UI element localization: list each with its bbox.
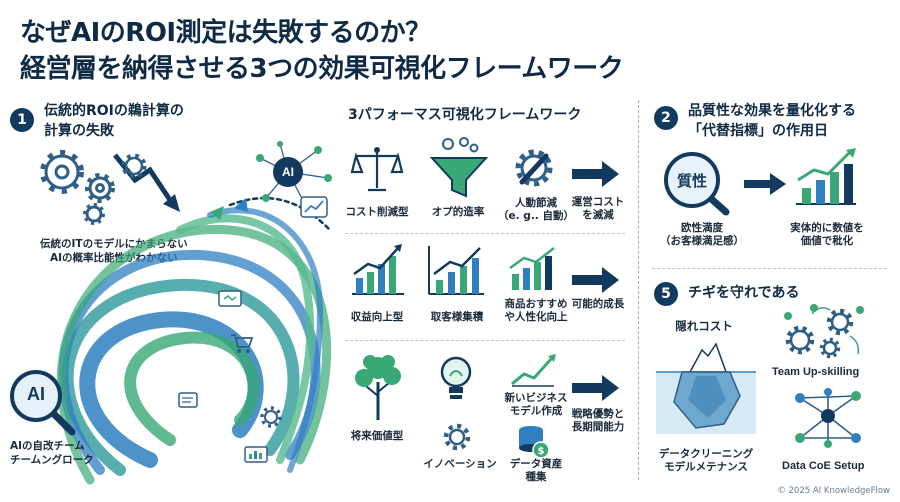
arrow-right-icon-3 xyxy=(572,375,619,401)
value-chart-icon xyxy=(796,148,856,205)
section1-bottom-line2: チームングローク xyxy=(10,454,94,466)
upskilling-label: Team Up-skilling xyxy=(772,366,860,378)
tree-icon xyxy=(355,355,401,420)
arrow-right-icon-4 xyxy=(744,173,786,195)
row1-item3-line2: （e. g.. 自動） xyxy=(498,210,574,222)
row3-item4-line2: 種集 xyxy=(525,471,547,483)
row3-item3-line1: 新いビジネス xyxy=(504,392,568,404)
section1-bottom-line1: AIの自改チーム xyxy=(10,440,85,452)
row1-item3-line1: 人動節減 xyxy=(515,197,557,209)
row2-item2-label: 取客様集積 xyxy=(430,311,484,323)
team-gears-icon xyxy=(784,304,864,359)
recommend-chart-icon xyxy=(509,247,555,290)
network-icon xyxy=(795,388,861,448)
section2-left-line2: （お客様満足感） xyxy=(660,235,744,247)
database-icon: $ xyxy=(519,426,550,459)
framework-title: 3パフォーマス可視化フレームワーク xyxy=(348,107,582,123)
ai-badge-text: AI xyxy=(282,165,294,179)
divider-vertical xyxy=(638,100,639,480)
lightbulb-icon xyxy=(440,356,472,399)
iceberg-icon xyxy=(656,342,756,434)
settings-icon xyxy=(260,406,282,428)
row3-item4-line1: データ資産 xyxy=(509,458,563,470)
divider-right xyxy=(652,268,887,269)
business-model-icon xyxy=(511,354,556,387)
row3-result-line2: 長期間能力 xyxy=(571,421,625,433)
row2-result: 可能的成長 xyxy=(571,298,625,310)
chart-icon xyxy=(300,196,328,218)
wrench-gear-icon xyxy=(515,149,553,187)
row3-result-line1: 戦略優勢と xyxy=(571,408,625,420)
section5-number: 5 xyxy=(654,282,678,306)
iceberg-line1: データクリーニング xyxy=(658,448,754,460)
quality-magnifier-icon xyxy=(664,152,730,216)
row3-item1-label: 将来価値型 xyxy=(350,430,404,442)
row3-item2-label: イノベーション xyxy=(423,458,497,470)
section2-right-line1: 実体的に数値を xyxy=(790,222,864,234)
page-title-line1: なぜAIのROI測定は失敗するのか？ xyxy=(20,18,431,48)
magnifier-icon xyxy=(10,370,76,436)
cart-icon xyxy=(231,334,254,353)
coe-label: Data CoE Setup xyxy=(782,460,865,472)
section1-title-line1: 伝統的ROIの鵜計算の xyxy=(44,103,184,119)
row3-item3-line2: モデル作成 xyxy=(509,405,563,417)
quality-lens-text: 質性 xyxy=(676,172,707,190)
arrow-right-icon xyxy=(572,161,619,187)
customer-chart-icon xyxy=(428,246,484,295)
arrow-right-icon-2 xyxy=(572,267,619,293)
row2-item3-line1: 商品おすすめ xyxy=(504,298,568,310)
scale-icon xyxy=(350,147,404,192)
svg-text:$: $ xyxy=(538,446,545,457)
gear-icon-small xyxy=(121,153,147,179)
divider-row1 xyxy=(345,233,625,234)
row2-item1-label: 収益向上型 xyxy=(350,311,404,323)
section2-title-line1: 品質性な効果を量化化する xyxy=(688,103,856,119)
ai-lens-text: AI xyxy=(27,384,45,404)
divider-row2 xyxy=(345,340,625,341)
dashboard-icon xyxy=(244,446,268,463)
section5-title: チギを守れである xyxy=(688,285,800,301)
section2-right-line2: 価値で秕化 xyxy=(800,235,854,247)
section2-title-line2: 「代替指標」の作用日 xyxy=(688,123,828,139)
document-icon xyxy=(178,392,198,408)
row1-result-line1: 運営コスト xyxy=(571,196,625,208)
page-title-line2: 経営層を納得させる3つの効果可視化フレームワーク xyxy=(20,54,624,84)
row1-item2-label: オプ的造率 xyxy=(431,206,485,218)
ai-network-icon xyxy=(256,141,332,208)
section2-number: 2 xyxy=(654,106,678,130)
innovation-gear-icon xyxy=(443,423,471,451)
section1-number: 1 xyxy=(10,108,34,132)
section1-title-line2: 計算の失敗 xyxy=(44,123,114,139)
copyright-footer: © 2025 AI KnowledgeFlow xyxy=(777,486,890,496)
row2-item3-line2: や人性化向上 xyxy=(504,311,568,323)
screen-icon xyxy=(218,290,242,307)
funnel-icon xyxy=(429,137,489,198)
growth-chart-icon xyxy=(352,244,404,295)
hidden-cost-label: 隠れコスト xyxy=(675,319,733,333)
section2-left-line1: 欧性満度 xyxy=(681,222,723,234)
row1-result-line2: を滅減 xyxy=(582,209,614,221)
row1-item1-label: コスト削減型 xyxy=(345,206,409,218)
iceberg-line2: モデルメテナンス xyxy=(664,461,748,473)
